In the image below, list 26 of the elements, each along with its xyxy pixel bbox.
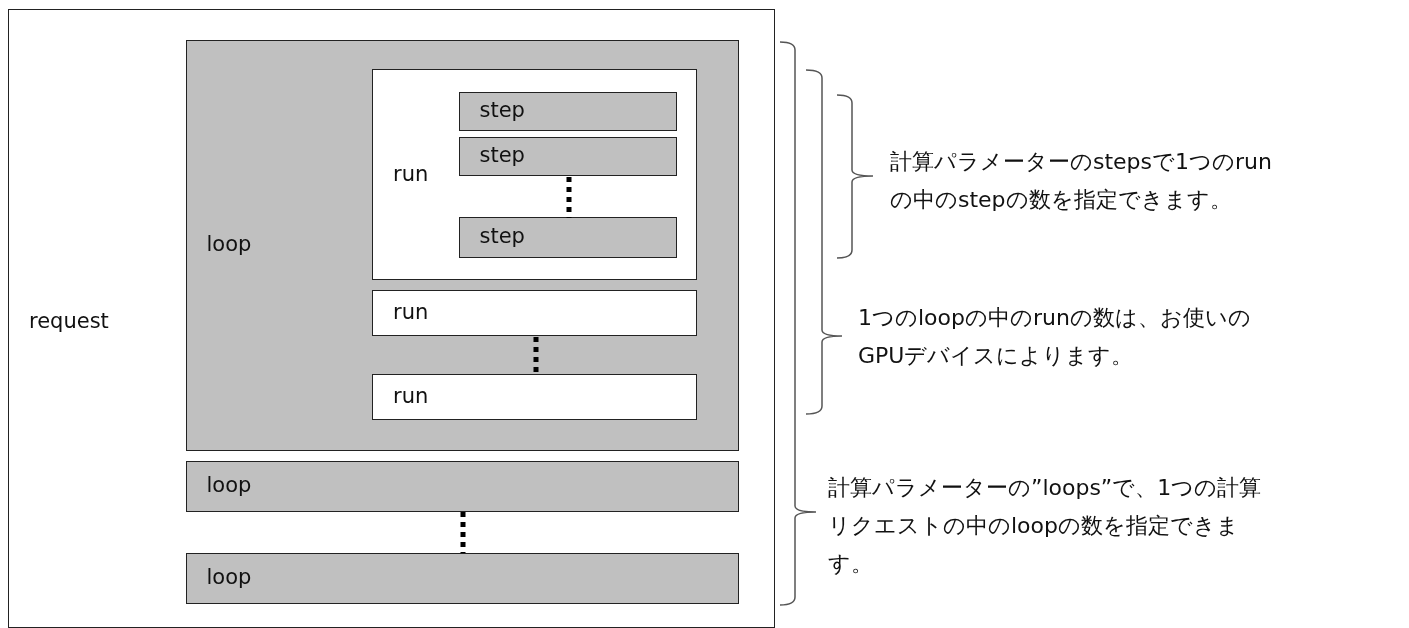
annotation-text: 1つのloopの中のrunの数は、お使いのGPUデバイスによります。 bbox=[858, 304, 1252, 370]
label-text: step bbox=[479, 225, 525, 247]
label-text: loop bbox=[206, 474, 252, 496]
annotation-text: 計算パラメーターのstepsで1つのrunの中のstepの数を指定できます。 bbox=[890, 148, 1272, 214]
request-box bbox=[8, 9, 775, 628]
label-text: run bbox=[393, 302, 429, 323]
loop-box bbox=[185, 552, 739, 604]
dotted-connector bbox=[460, 512, 466, 553]
annotation-text: 計算パラメーターの”loops”で、1つの計算リクエストの中のloopの数を指定できます。 bbox=[828, 474, 1262, 578]
step-box bbox=[458, 91, 677, 131]
run-box bbox=[372, 374, 697, 420]
label-text: step bbox=[479, 99, 525, 121]
dotted-connector bbox=[533, 337, 539, 375]
step-box bbox=[458, 136, 677, 176]
run-box bbox=[372, 290, 697, 336]
label-text: run bbox=[393, 164, 429, 185]
run-box bbox=[372, 69, 697, 280]
loop-box bbox=[185, 460, 739, 512]
loop-box bbox=[185, 39, 739, 451]
step-box bbox=[458, 216, 677, 258]
label-text: step bbox=[479, 144, 525, 166]
label-text: loop bbox=[206, 566, 252, 588]
dotted-connector bbox=[566, 177, 572, 218]
label-text: loop bbox=[206, 233, 252, 255]
label-text: run bbox=[393, 386, 429, 407]
label-text: request bbox=[29, 311, 109, 332]
